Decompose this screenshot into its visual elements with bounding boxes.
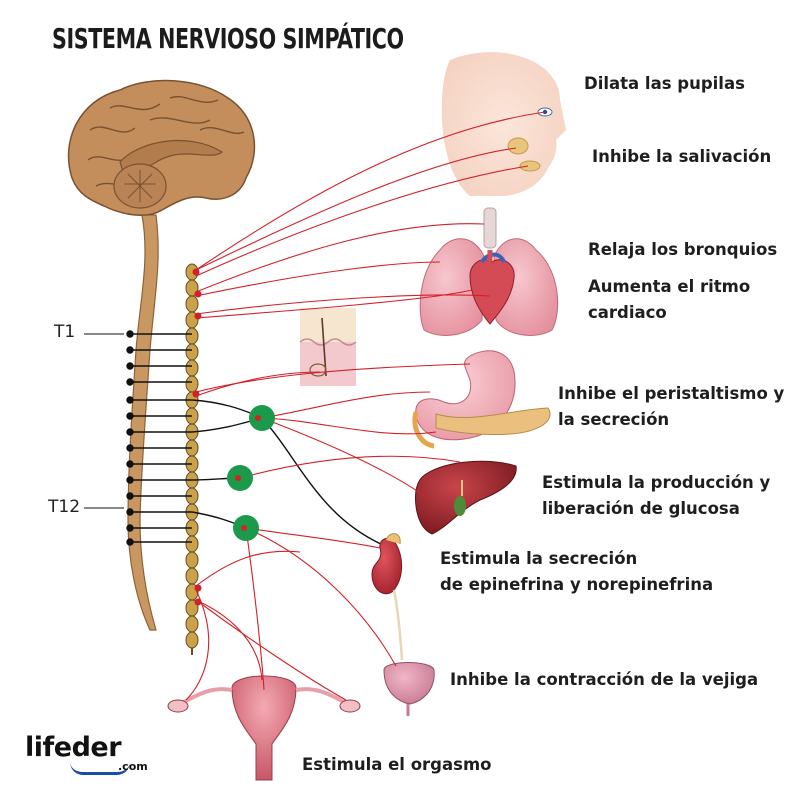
- brain: [67, 79, 256, 216]
- uterus-illustration: [167, 675, 361, 781]
- effect-label-pupils: Dilata las pupilas: [584, 71, 745, 97]
- effect-text: liberación de glucosa: [542, 499, 740, 518]
- lungs-heart-illustration: [419, 207, 559, 336]
- bladder-illustration: [383, 662, 435, 716]
- kidney-adrenal-illustration: [371, 533, 404, 661]
- effect-label-heart-rate: Aumenta el ritmo cardiaco: [588, 274, 750, 326]
- effect-text: Relaja los bronquios: [588, 240, 778, 259]
- effect-text: Dilata las pupilas: [584, 74, 745, 93]
- effect-text: Inhibe la contracción de la vejiga: [450, 670, 759, 689]
- sympathetic-chain: [185, 263, 199, 655]
- effect-label-salivation: Inhibe la salivación: [592, 144, 771, 170]
- effect-label-peristalsis: Inhibe el peristaltismo y la secreción: [558, 381, 784, 433]
- stomach-pancreas-illustration: [412, 350, 551, 449]
- lifeder-logo: lifeder: [25, 732, 122, 763]
- effect-text: Inhibe la salivación: [592, 147, 772, 166]
- face-illustration: [441, 52, 566, 197]
- skin-illustration: [299, 308, 357, 386]
- synapse-dots: [192, 268, 202, 606]
- effect-label-glucose: Estimula la producción y liberación de g…: [542, 470, 770, 522]
- effect-text: cardiaco: [588, 303, 667, 322]
- effect-text: Estimula la producción y: [542, 473, 771, 492]
- ganglia: [227, 405, 275, 541]
- effect-text: la secreción: [558, 410, 670, 429]
- effect-text: Inhibe el peristaltismo y: [558, 384, 785, 403]
- vertebra-label-t12: T12: [48, 497, 81, 517]
- diagram-title: SISTEMA NERVIOSO SIMPÁTICO: [52, 22, 404, 55]
- effect-text: Aumenta el ritmo: [588, 277, 751, 296]
- effect-label-bladder: Inhibe la contracción de la vejiga: [450, 667, 758, 693]
- vertebra-label-t1: T1: [54, 322, 76, 342]
- effect-label-orgasm: Estimula el orgasmo: [302, 752, 491, 778]
- celiac-ganglion: [249, 405, 275, 431]
- effect-text: Estimula la secreción: [440, 549, 638, 568]
- effect-text: Estimula el orgasmo: [302, 755, 492, 774]
- nerve-fibres: [185, 111, 546, 701]
- spinal-cord: [127, 214, 159, 631]
- logo-swoosh: [70, 762, 130, 775]
- effect-text: de epinefrina y norepinefrina: [440, 575, 714, 594]
- effect-label-epinephrine: Estimula la secreción de epinefrina y no…: [440, 546, 713, 598]
- lifeder-logo-suffix: .com: [118, 760, 148, 773]
- effect-label-bronchi: Relaja los bronquios: [588, 237, 777, 263]
- liver-illustration: [415, 460, 517, 535]
